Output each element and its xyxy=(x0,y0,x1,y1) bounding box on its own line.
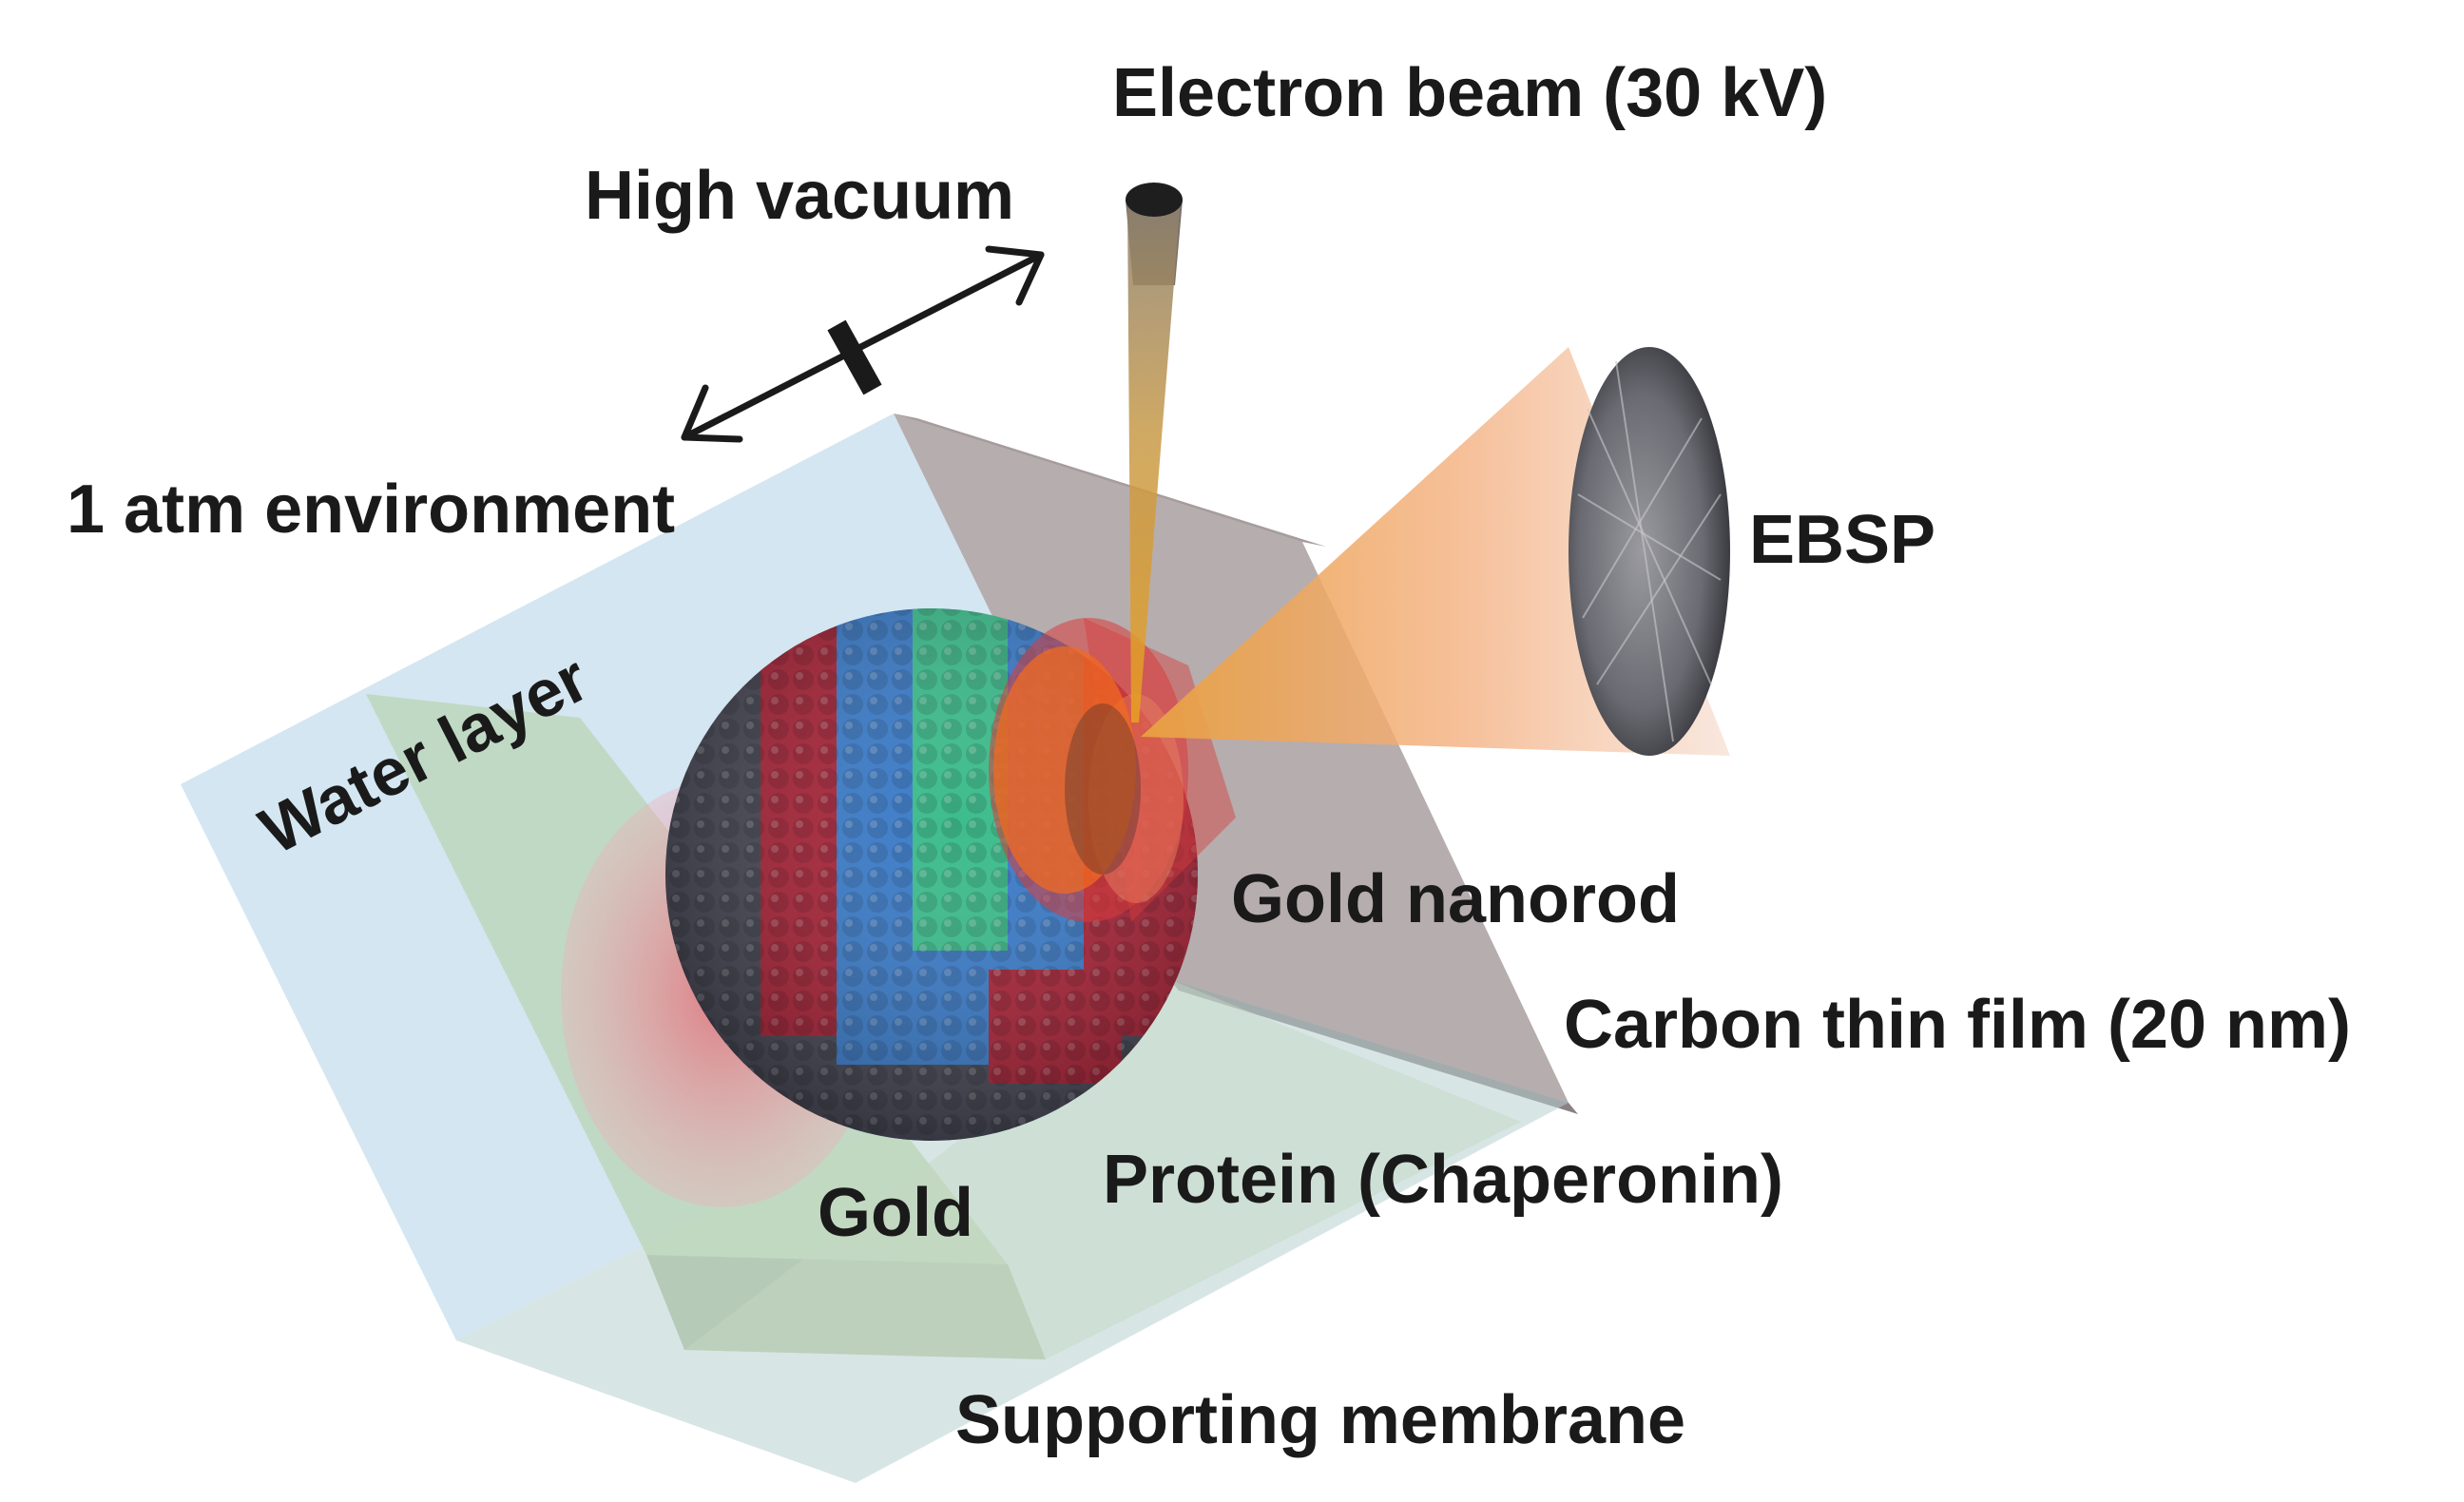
atm-environment-label: 1 atm environment xyxy=(67,472,675,548)
protein-label: Protein (Chaperonin) xyxy=(1103,1142,1783,1218)
electron-gun-top xyxy=(1126,183,1183,217)
ebsp-label: EBSP xyxy=(1749,502,1935,578)
gold-label: Gold xyxy=(818,1175,973,1251)
gold-nanorod-label: Gold nanorod xyxy=(1231,861,1680,937)
supporting-membrane-label: Supporting membrane xyxy=(955,1382,1685,1458)
double-arrow-icon xyxy=(681,245,1045,443)
electron-beam-label: Electron beam (30 kV) xyxy=(1112,55,1827,131)
electron-beam xyxy=(1127,200,1181,722)
carbon-film-label: Carbon thin film (20 nm) xyxy=(1564,987,2351,1063)
high-vacuum-label: High vacuum xyxy=(585,158,1014,234)
ebsp-detector-icon xyxy=(1569,347,1730,756)
